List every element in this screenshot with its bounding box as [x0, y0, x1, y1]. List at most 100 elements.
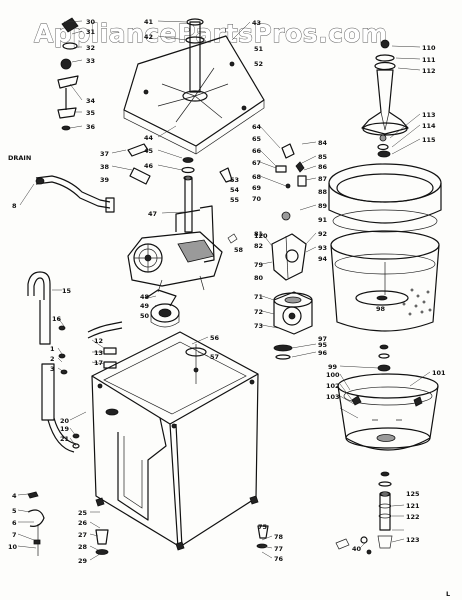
spin-tub-hardware	[377, 344, 391, 372]
screw-hardware-lower-left	[27, 491, 45, 556]
callout-40: 40	[352, 545, 362, 553]
callout-49: 49	[140, 302, 150, 310]
cabinet-part	[91, 331, 259, 551]
callout-20: 20	[60, 417, 70, 425]
callout-120: 120	[254, 232, 268, 240]
leader-lines	[17, 20, 431, 561]
callout-27: 27	[78, 531, 87, 539]
callout-10: 10	[8, 543, 18, 551]
callout-123: 123	[406, 536, 420, 544]
callout-41: 41	[144, 18, 154, 26]
pump-part	[271, 233, 307, 281]
callout-115: 115	[422, 136, 436, 144]
callout-46: 46	[144, 162, 154, 170]
callout-87: 87	[318, 175, 327, 183]
callout-97: 97	[318, 335, 327, 343]
callout-56: 56	[210, 334, 220, 342]
callout-122: 122	[406, 513, 420, 521]
callout-15: 15	[62, 287, 72, 295]
spin-tube-part	[181, 157, 195, 233]
callout-94: 94	[318, 255, 328, 263]
drain-hose-part	[35, 175, 115, 213]
callout-1: 1	[50, 345, 55, 353]
callout-67: 67	[252, 159, 261, 167]
callout-85: 85	[318, 153, 328, 161]
callout-72: 72	[254, 308, 263, 316]
callout-58: 58	[234, 246, 244, 254]
callout-37: 37	[100, 150, 109, 158]
callout-19: 19	[60, 425, 70, 433]
callout-113: 113	[422, 111, 436, 119]
drain-label: DRAIN	[8, 154, 31, 162]
callout-34: 34	[86, 97, 96, 105]
callout-92: 92	[318, 230, 327, 238]
callout-121: 121	[406, 502, 420, 510]
callout-labels: 30 31 32 33 34 35 36 37 38 39 41 42 43 4…	[8, 18, 446, 565]
callout-47: 47	[148, 210, 157, 218]
callout-53: 53	[230, 176, 239, 184]
callout-33: 33	[86, 57, 95, 65]
callout-36: 36	[86, 123, 96, 131]
callout-66: 66	[252, 147, 262, 155]
callout-6: 6	[12, 519, 17, 527]
callout-86: 86	[318, 163, 328, 171]
callout-12: 12	[94, 337, 103, 345]
callout-44: 44	[144, 134, 154, 142]
callout-70: 70	[252, 195, 262, 203]
callout-78: 78	[274, 533, 284, 541]
callout-77: 77	[274, 545, 283, 553]
callout-110: 110	[422, 44, 436, 52]
callout-55: 55	[230, 196, 240, 204]
mounting-plate-part	[123, 18, 265, 155]
agitator-cam-parts	[377, 134, 391, 158]
callout-73: 73	[254, 322, 263, 330]
callout-82: 82	[254, 242, 263, 250]
tub-ring-part	[328, 163, 442, 233]
callout-25: 25	[78, 509, 88, 517]
callout-112: 112	[422, 67, 436, 75]
callout-88: 88	[318, 188, 328, 196]
callout-64: 64	[252, 123, 262, 131]
callout-81: 81	[254, 230, 264, 238]
callout-43: 43	[252, 19, 261, 27]
callout-13: 13	[94, 349, 103, 357]
callout-65: 65	[252, 135, 262, 143]
callout-4: 4	[12, 492, 17, 500]
callout-96: 96	[318, 349, 328, 357]
callout-75: 75	[258, 523, 268, 531]
callout-100: 100	[326, 371, 340, 379]
callout-111: 111	[422, 56, 436, 64]
callout-84: 84	[318, 139, 328, 147]
callout-45: 45	[144, 147, 154, 155]
callout-71: 71	[254, 293, 264, 301]
callout-80: 80	[254, 274, 264, 282]
callout-17: 17	[94, 359, 103, 367]
callout-50: 50	[140, 312, 150, 320]
callout-3: 3	[50, 365, 55, 373]
callout-32: 32	[86, 44, 95, 52]
callout-95: 95	[318, 341, 328, 349]
callout-31: 31	[86, 28, 96, 36]
callout-79: 79	[254, 261, 264, 269]
callout-103: 103	[326, 393, 340, 401]
pump-hose-part	[27, 271, 123, 453]
callout-91: 91	[318, 216, 328, 224]
callout-125: 125	[406, 490, 420, 498]
callout-28: 28	[78, 543, 88, 551]
tub-seal-stack	[335, 471, 393, 555]
watermark-text: AppliancePartsPros.com	[34, 19, 388, 48]
callout-51: 51	[254, 45, 264, 53]
callout-69: 69	[252, 184, 262, 192]
callout-42: 42	[144, 33, 153, 41]
callout-68: 68	[252, 173, 262, 181]
corner-mark: L	[446, 590, 450, 598]
clutch-small-parts	[219, 143, 307, 244]
callout-26: 26	[78, 519, 88, 527]
callout-52: 52	[254, 60, 263, 68]
callout-93: 93	[318, 244, 327, 252]
callout-54: 54	[230, 186, 240, 194]
callout-35: 35	[86, 109, 96, 117]
callout-76: 76	[274, 555, 284, 563]
callout-89: 89	[318, 202, 328, 210]
